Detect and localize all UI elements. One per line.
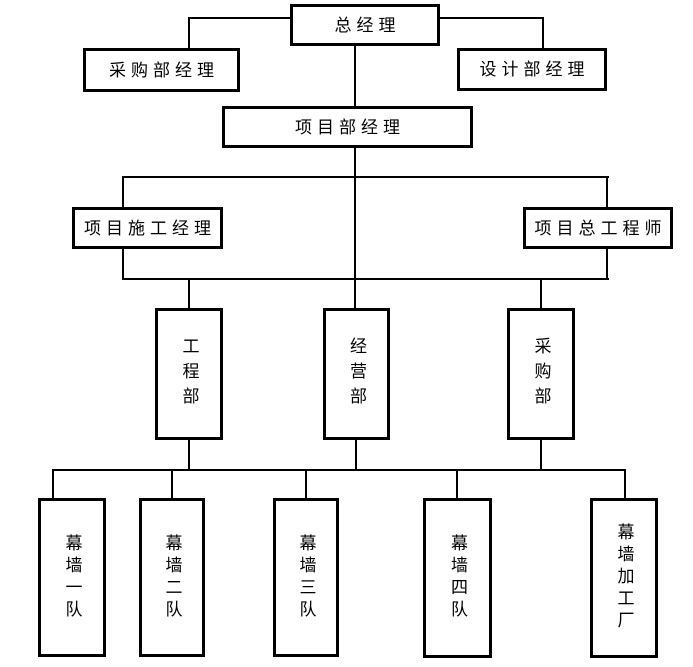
connector-gm-to-design-manager-v: [542, 17, 544, 48]
node-purchasing-dept-manager: 采购部经理: [83, 48, 240, 92]
node-curtain-wall-team-3: 幕墙三队: [273, 498, 339, 657]
connector-to-team4-v: [456, 469, 458, 498]
node-curtain-wall-team-4: 幕墙四队: [423, 498, 492, 658]
node-engineering-dept-label: 工程部: [179, 336, 199, 412]
node-curtain-wall-team-4-label: 幕墙四队: [448, 534, 467, 622]
node-project-chief-engineer: 项目总工程师: [523, 207, 673, 249]
node-operating-dept-label: 经营部: [347, 336, 366, 412]
node-project-construction-manager: 项目施工经理: [72, 207, 223, 249]
connector-second-level-bus-top-h: [122, 176, 609, 178]
connector-to-factory-v: [624, 469, 626, 498]
node-general-manager: 总经理: [290, 4, 440, 46]
connector-gm-to-project-manager-v: [354, 44, 356, 106]
connector-project-manager-trunk-v: [354, 148, 356, 308]
node-design-dept-manager: 设计部经理: [457, 48, 607, 91]
connector-to-team2-v: [171, 469, 173, 498]
connector-gm-to-purchasing-manager-h: [188, 17, 292, 19]
connector-gm-to-purchasing-manager-v: [188, 17, 190, 48]
node-project-construction-manager-label: 项目施工经理: [84, 218, 216, 238]
node-curtain-wall-team-1-label: 幕墙一队: [62, 533, 82, 622]
node-curtain-wall-team-3-label: 幕墙三队: [296, 533, 316, 622]
connector-to-purchasing-dept-v: [540, 278, 542, 308]
connector-to-team1-v: [52, 469, 54, 498]
node-curtain-wall-team-2-label: 幕墙二队: [162, 533, 182, 622]
node-general-manager-label: 总经理: [334, 15, 401, 35]
connector-purchasing-dept-down-v: [540, 440, 542, 470]
connector-engineering-dept-down-v: [188, 440, 190, 470]
node-engineering-dept: 工程部: [155, 308, 223, 440]
connector-departments-bus-h: [122, 278, 609, 280]
node-project-chief-engineer-label: 项目总工程师: [534, 218, 667, 238]
node-design-dept-manager-label: 设计部经理: [479, 60, 590, 79]
connector-teams-bus-h: [52, 469, 626, 471]
node-project-dept-manager-label: 项目部经理: [295, 117, 405, 137]
node-purchasing-dept-label: 采购部: [531, 336, 551, 412]
connector-gm-to-design-manager-h: [438, 17, 544, 19]
node-operating-dept: 经营部: [323, 308, 390, 440]
node-curtain-wall-team-1: 幕墙一队: [38, 498, 106, 657]
node-project-dept-manager: 项目部经理: [222, 106, 473, 148]
node-curtain-wall-team-2: 幕墙二队: [139, 498, 205, 657]
node-curtain-wall-processing-factory-label: 幕墙加工厂: [614, 523, 634, 633]
connector-to-engineering-dept-v: [188, 278, 190, 308]
node-purchasing-dept: 采购部: [507, 308, 575, 440]
connector-to-team3-v: [305, 469, 307, 498]
node-curtain-wall-processing-factory: 幕墙加工厂: [590, 498, 658, 658]
node-purchasing-dept-manager-label: 采购部经理: [109, 60, 219, 80]
connector-operating-dept-down-v: [355, 440, 357, 470]
